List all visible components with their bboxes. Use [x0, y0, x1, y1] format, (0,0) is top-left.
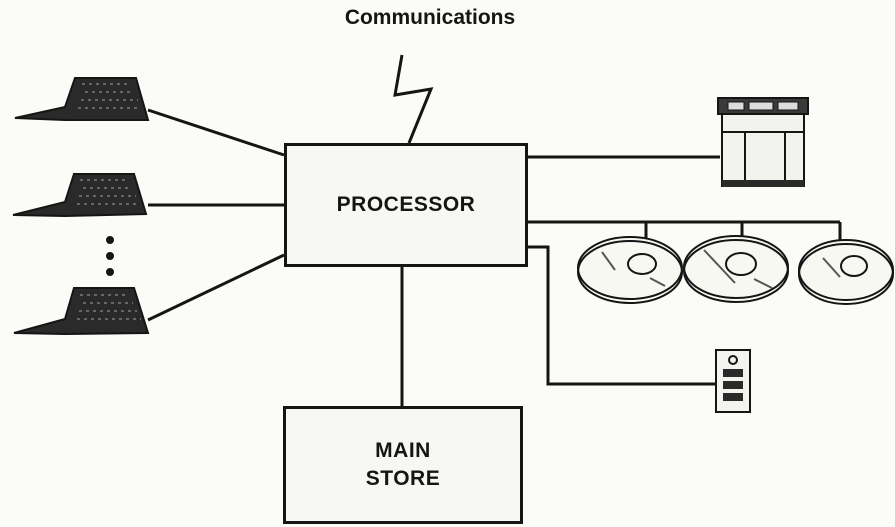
terminal-link-1 — [148, 110, 284, 155]
processor-label: PROCESSOR — [337, 193, 476, 217]
disk-drive-icon — [578, 237, 682, 303]
main-store-label-line1: MAIN — [375, 437, 431, 465]
communications-label: Communications — [315, 6, 545, 30]
ellipsis-dots — [106, 236, 114, 276]
terminal-icon — [14, 288, 148, 334]
processor-box: PROCESSOR — [284, 143, 528, 267]
line-printer-icon — [718, 98, 808, 187]
communications-link — [395, 55, 431, 143]
terminal-link-3 — [148, 255, 284, 320]
tape-unit-icon — [716, 350, 750, 412]
disk-drive-icon — [799, 240, 893, 304]
disk-drive-icon — [684, 236, 788, 302]
main-store-label-line2: STORE — [366, 465, 440, 493]
terminal-icon — [15, 78, 148, 120]
terminal-icon — [13, 174, 146, 216]
main-store-box: MAIN STORE — [283, 406, 523, 524]
